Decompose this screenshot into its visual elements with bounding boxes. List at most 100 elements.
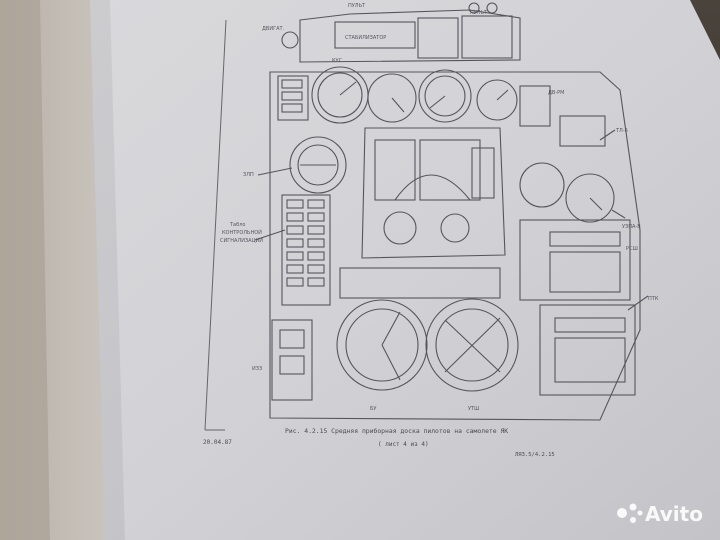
label-left-note: ДВИГАТ.	[262, 26, 285, 32]
label-kus: КУС	[332, 58, 343, 64]
document-page	[90, 0, 720, 540]
back-sheet-shadow	[0, 0, 50, 540]
label-bu: БУ	[370, 406, 376, 412]
device-izu-window-1	[279, 329, 305, 349]
gauge-uzpa	[565, 173, 615, 223]
label-top: ПУЛЬТ	[348, 3, 366, 9]
leader-tablo	[254, 229, 286, 241]
signal-lamp-10	[307, 251, 325, 261]
gauge-ag-inner	[297, 144, 339, 186]
signal-lamp-6	[307, 225, 325, 235]
gauge-hsi	[425, 298, 519, 392]
label-tablo: Табло	[229, 222, 245, 228]
keys-upper	[549, 251, 621, 293]
avito-wordmark: Avito	[645, 502, 703, 526]
signal-lamp-1	[286, 199, 304, 209]
leader-ag	[257, 167, 293, 176]
central-right-screen	[471, 147, 495, 199]
central-knob-right	[440, 213, 470, 243]
label-stabilizer: СТАБИЛИЗАТОР	[345, 35, 386, 41]
central-display-block	[361, 127, 506, 259]
gauge-3	[418, 69, 472, 123]
signal-lamp-13	[286, 277, 304, 287]
top-unit-box	[417, 17, 459, 59]
doc-number: ЛЯЗ.5/4.2.15	[515, 452, 555, 458]
signal-lamp-9	[286, 251, 304, 261]
left-switch-block	[277, 75, 309, 121]
label-tl6: ТЛ-6	[615, 128, 628, 134]
indicator-tl6	[559, 115, 606, 147]
lower-control-strip	[339, 267, 501, 299]
needle-attitude	[381, 311, 401, 346]
central-arc	[394, 174, 471, 201]
signal-lamp-11	[286, 264, 304, 274]
device-izu-window-2	[279, 355, 305, 375]
central-knob-left	[383, 211, 417, 245]
stabilizer-box	[334, 21, 416, 49]
needle-kus	[339, 81, 357, 96]
leader-tl6	[599, 129, 616, 141]
needle-attitude-2	[381, 344, 401, 381]
gauge-attitude-inner	[345, 308, 419, 382]
keypad-panel-lower	[539, 304, 636, 396]
label-utsh: УТШ	[468, 406, 479, 412]
signal-lamp-5	[286, 225, 304, 235]
avito-dot-1	[617, 508, 627, 518]
gauge-clock	[519, 162, 565, 208]
left-border-line	[204, 19, 227, 431]
label-uzpa: УЗПА-В	[622, 224, 641, 230]
top-console	[299, 9, 521, 63]
central-screen	[419, 139, 481, 201]
signal-lamp-4	[307, 212, 325, 222]
device-izu	[271, 319, 313, 401]
gauge-hsi-inner	[435, 308, 509, 382]
keypad-panel-upper	[519, 219, 631, 301]
label-psh: РСШ	[626, 246, 638, 252]
gauge-2	[367, 73, 417, 123]
gauge-3-inner	[424, 75, 466, 117]
signal-board	[281, 194, 331, 306]
gauge-ag	[289, 136, 347, 194]
signal-lamp-12	[307, 264, 325, 274]
needle-4	[496, 89, 509, 101]
top-right-box	[461, 15, 513, 59]
top-knob	[468, 2, 480, 14]
signal-lamp-2	[307, 199, 325, 209]
display-lower	[554, 317, 626, 333]
gauge-4	[476, 79, 518, 121]
gauge-kus-inner	[317, 72, 363, 118]
label-sap: ЗЛП	[243, 172, 254, 178]
instrument-panel-drawing	[254, 2, 649, 421]
label-izu: ИЗЗ	[252, 366, 262, 372]
main-panel-outline	[269, 71, 641, 421]
keys-lower	[554, 337, 626, 383]
label-top-right: ПУЛЬТ	[470, 10, 488, 16]
top-knob-2	[486, 2, 498, 14]
page-fold-shadow	[90, 0, 125, 540]
leader-uzpa	[611, 209, 626, 219]
signal-lamp-8	[307, 238, 325, 248]
hsi-line-2	[444, 317, 501, 373]
switch-1	[281, 79, 303, 89]
needle-2	[391, 97, 405, 113]
avito-dot-3	[630, 517, 636, 523]
avito-watermark: Avito	[617, 502, 703, 526]
label-tablo3: СИГНАЛИЗАЦИИ	[220, 238, 263, 244]
avito-dot-4	[637, 510, 643, 516]
avito-dot-2	[629, 503, 637, 511]
label-ptk: ПТК	[648, 296, 659, 302]
right-top-box	[519, 85, 551, 127]
needle-3	[429, 95, 446, 109]
label-tablo2: КОНТРОЛЬНОЙ	[222, 229, 262, 236]
switch-2	[281, 91, 303, 101]
gauge-attitude	[336, 299, 428, 391]
label-dvr: ДВ-РМ	[548, 90, 564, 96]
leader-ptk	[627, 295, 649, 311]
figure-caption-sheet: ( лист 4 из 4)	[378, 441, 429, 448]
display-upper	[549, 231, 621, 247]
switch-3	[281, 103, 303, 113]
signal-lamp-3	[286, 212, 304, 222]
needle-uzpa	[589, 197, 603, 211]
